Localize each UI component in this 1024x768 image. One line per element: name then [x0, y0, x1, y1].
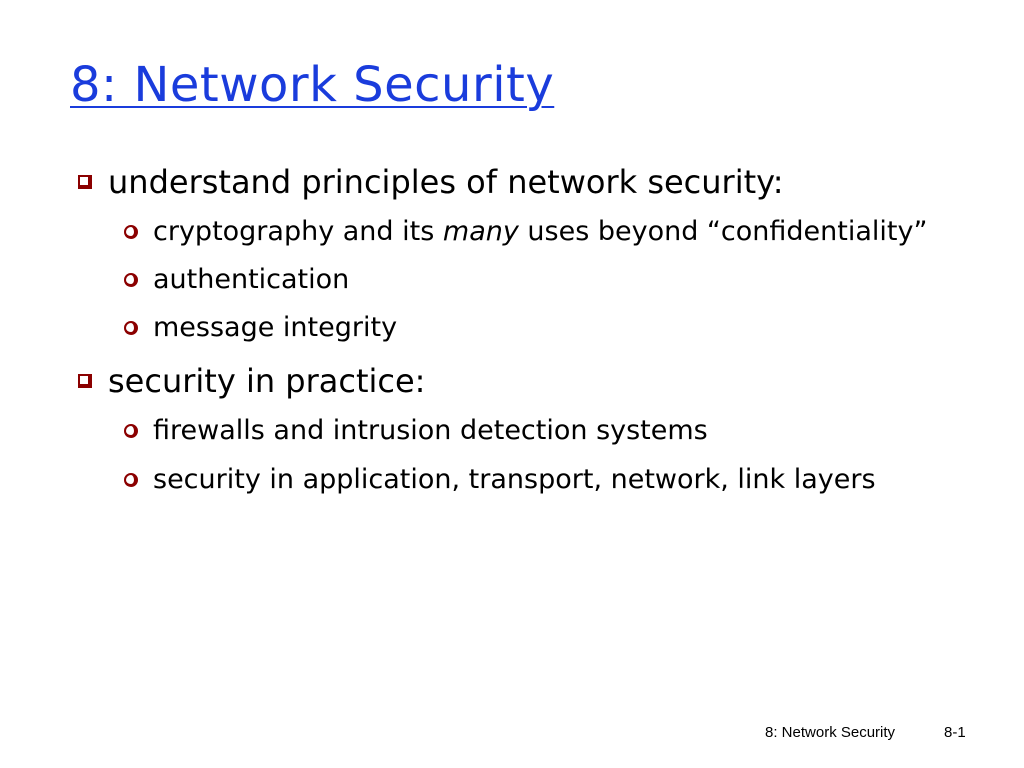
sub-bullet-emphasis: many: [442, 216, 519, 247]
hollow-square-bullet-icon: [78, 175, 92, 189]
sub-bullet-text: authentication: [153, 264, 350, 296]
hollow-circle-bullet-icon: [124, 424, 138, 439]
hollow-circle-bullet-icon: [124, 472, 138, 487]
bullet-list: understand principles of network securit…: [76, 162, 956, 513]
bullet-text: security in practice:: [108, 362, 426, 401]
sub-bullet-layers: security in application, transport, netw…: [122, 460, 956, 499]
sub-bullet-text: uses beyond “confidentiality”: [518, 216, 928, 247]
sub-bullet-cryptography: cryptography and its many uses beyond “c…: [122, 212, 956, 251]
bullet-principles: understand principles of network securit…: [76, 162, 956, 202]
footer-title: 8: Network Security: [765, 724, 896, 741]
sub-bullet-text: cryptography and its: [153, 216, 443, 247]
sub-bullet-list: cryptography and its many uses beyond “c…: [76, 212, 956, 347]
sub-bullet-message-integrity: message integrity: [122, 308, 956, 347]
sub-bullet-authentication: authentication: [122, 260, 956, 299]
bullet-text: understand principles of network securit…: [108, 163, 784, 201]
footer-page-number: 8-1: [944, 724, 966, 741]
bullet-practice: security in practice:: [76, 361, 956, 401]
sub-bullet-text: message integrity: [153, 312, 398, 344]
hollow-circle-bullet-icon: [124, 321, 138, 336]
slide-title: 8: Network Security: [70, 57, 555, 113]
sub-bullet-text: security in application, transport, netw…: [153, 463, 876, 495]
hollow-circle-bullet-icon: [124, 273, 138, 288]
sub-bullet-list: firewalls and intrusion detection system…: [76, 411, 956, 498]
sub-bullet-firewalls: firewalls and intrusion detection system…: [122, 411, 956, 450]
sub-bullet-text: firewalls and intrusion detection system…: [153, 415, 708, 447]
hollow-square-bullet-icon: [78, 374, 92, 389]
hollow-circle-bullet-icon: [124, 225, 138, 239]
